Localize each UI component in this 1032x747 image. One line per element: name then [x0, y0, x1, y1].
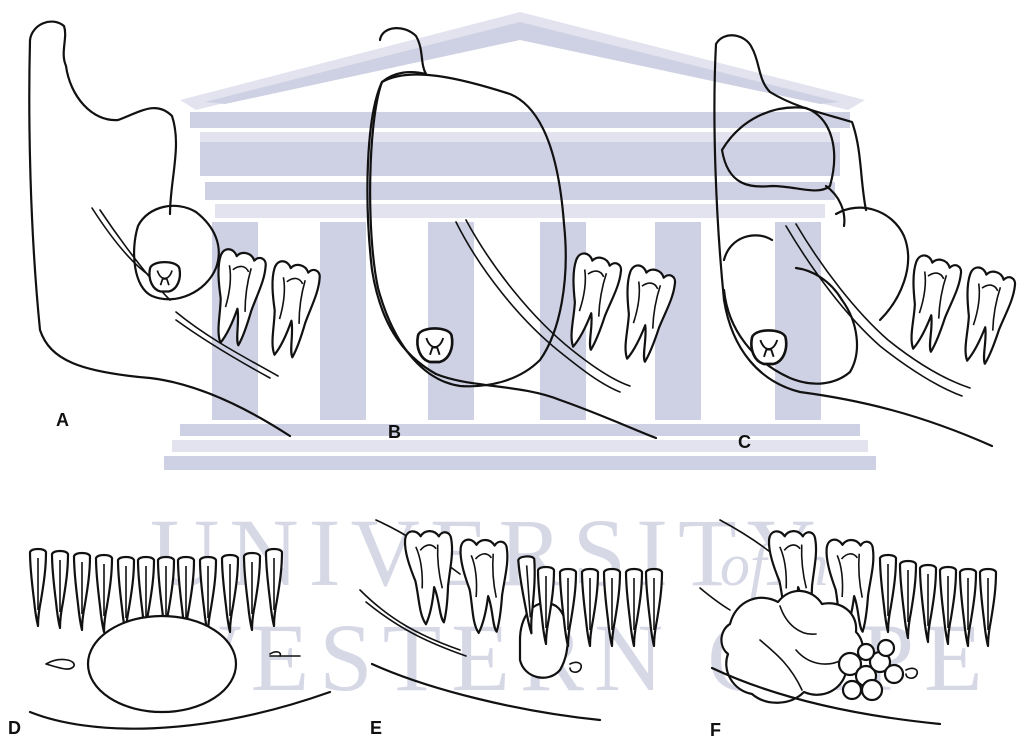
- panel-label-e: E: [370, 718, 382, 738]
- panel-label-b: B: [388, 422, 401, 442]
- cyst-outline-d: [88, 616, 236, 712]
- panel-label-d: D: [8, 718, 21, 738]
- mandible-ramus-outline-b: [367, 28, 656, 438]
- panel-label-a: A: [56, 410, 69, 430]
- panel-b: B: [367, 28, 677, 442]
- panel-c: C: [714, 35, 1017, 452]
- watermark-temple-icon: [164, 12, 876, 470]
- mandible-ramus-outline-c: [714, 35, 992, 446]
- panel-label-c: C: [738, 432, 751, 452]
- panel-label-f: F: [710, 720, 721, 740]
